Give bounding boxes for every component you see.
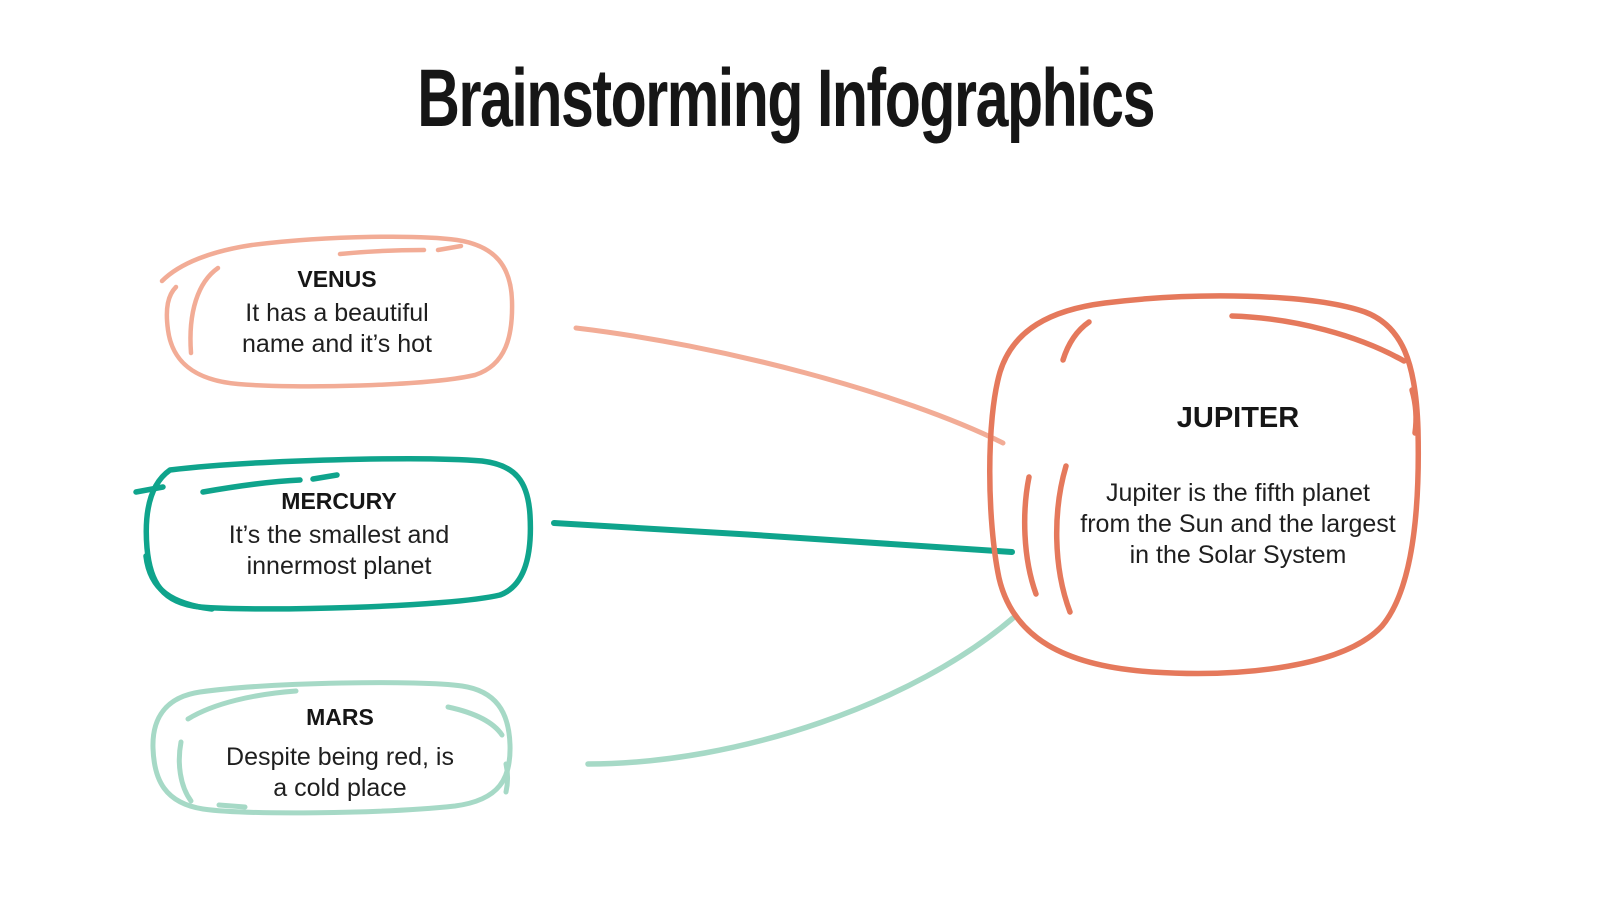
edge-mars-jupiter (585, 615, 1016, 767)
venus-desc-line-1: It has a beautiful (245, 299, 429, 327)
edge-mercury-jupiter (551, 520, 1015, 555)
venus-desc-line-2: name and it’s hot (242, 330, 432, 358)
jupiter-accent-top-stroke (1229, 313, 1407, 364)
title-block: Brainstorming Infographics (0, 52, 1572, 146)
jupiter-accent-left-arc-long (1053, 463, 1073, 615)
mercury-desc-line-2: innermost planet (246, 552, 432, 580)
mars-box (150, 680, 513, 816)
venus-accent-left-arc (188, 265, 221, 356)
edge-venus-jupiter (573, 325, 1006, 446)
venus-accent-top-stroke (337, 247, 427, 257)
venus-node: VENUS It has a beautiful name and it’s h… (172, 266, 502, 360)
jupiter-label: JUPITER (1176, 402, 1300, 434)
jupiter-accent-left-arc-short (1021, 474, 1039, 597)
jupiter-accent-right-dash (1409, 387, 1419, 436)
mars-desc-line-1: Despite being red, is (226, 743, 454, 771)
venus-accent-top-dash (435, 243, 464, 253)
mars-node: MARS Despite being red, is a cold place (170, 704, 510, 804)
mercury-accent-top-dash (310, 472, 340, 482)
mars-description: Despite being red, is a cold place (170, 742, 510, 804)
mercury-box (133, 456, 534, 612)
jupiter-node: JUPITER Jupiter is the fifth planet from… (1038, 402, 1438, 571)
mars-accent-bottom-dash (216, 802, 248, 810)
mercury-accent-top-stroke (200, 477, 303, 495)
mars-box-outline (150, 680, 513, 816)
jupiter-description: Jupiter is the fifth planet from the Sun… (1038, 478, 1438, 571)
mars-accent-top-arc (185, 688, 299, 722)
mercury-description: It’s the smallest and innermost planet (159, 520, 519, 582)
mars-accent-right-dash (503, 761, 510, 795)
jupiter-box (987, 293, 1422, 677)
mars-accent-right-arc (445, 704, 505, 738)
mercury-node: MERCURY It’s the smallest and innermost … (159, 488, 519, 582)
jupiter-desc-line-1: Jupiter is the fifth planet (1105, 479, 1371, 507)
venus-description: It has a beautiful name and it’s hot (172, 298, 502, 360)
venus-box-outline (159, 234, 515, 389)
venus-box (159, 234, 515, 389)
venus-label: VENUS (297, 266, 377, 292)
jupiter-desc-line-3: in the Solar System (1129, 541, 1347, 569)
page-title: Brainstorming Infographics (417, 53, 1156, 144)
mercury-label: MERCURY (281, 488, 397, 514)
jupiter-desc-line-2: from the Sun and the largest (1080, 510, 1396, 538)
jupiter-accent-topleft-arc (1060, 319, 1092, 363)
jupiter-box-outline (987, 293, 1422, 677)
mercury-accent-topleft-dash (133, 484, 166, 495)
mars-label: MARS (306, 704, 374, 730)
mars-desc-line-2: a cold place (273, 774, 407, 802)
mars-accent-left-arc (176, 739, 194, 804)
mercury-desc-line-1: It’s the smallest and (228, 521, 450, 549)
mercury-accent-bottomleft-stroke (143, 553, 215, 612)
